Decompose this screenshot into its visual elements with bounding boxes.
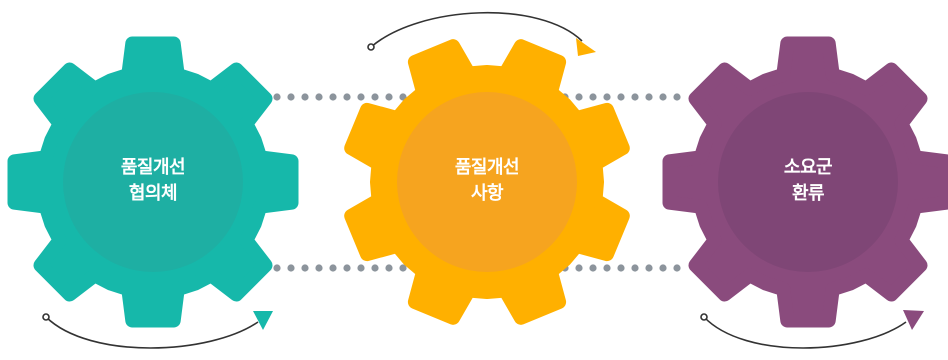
connector-dot [603, 264, 611, 272]
gear-label-line: 품질개선 [120, 157, 186, 178]
connector-dot [589, 93, 597, 101]
connector-dot [617, 264, 625, 272]
rotation-arrow-bottom-left [42, 311, 273, 349]
connector-dot [301, 93, 309, 101]
gear-quality-council [7, 36, 299, 328]
connector-dot [343, 264, 351, 272]
gear-consumer-feedback [662, 36, 948, 328]
connector-dot [659, 264, 667, 272]
gears [7, 36, 948, 328]
dotted-connectors [273, 93, 681, 272]
gear-label-line: 협의체 [128, 183, 178, 204]
rotation-arrow-bottom-left-head [253, 311, 273, 330]
rotation-arrow-top-middle-head [576, 38, 596, 56]
connector-dot [673, 93, 681, 101]
connector-dot [399, 264, 407, 272]
connector-dot [659, 93, 667, 101]
rotation-arrow-bottom-right [700, 310, 924, 349]
connector-dot [357, 264, 365, 272]
rotation-arrow-bottom-right-start-dot [700, 313, 708, 321]
connector-dot [603, 93, 611, 101]
connector-dot [315, 93, 323, 101]
connector-dot [273, 93, 281, 101]
connector-dot [329, 264, 337, 272]
rotation-arrow-bottom-left-start-dot [42, 313, 50, 321]
rotation-arrow-bottom-left-curve [45, 316, 259, 349]
rotation-arrow-top-middle-start-dot [367, 43, 375, 51]
connector-dot [273, 264, 281, 272]
connector-dot [385, 93, 393, 101]
connector-dot [575, 264, 583, 272]
gear-label-line: 소요군 [783, 157, 833, 178]
connector-dot [287, 264, 295, 272]
gear-quality-items-hub [397, 92, 577, 272]
rotation-arrows [42, 12, 924, 349]
connector-dot [575, 93, 583, 101]
connector-dot [631, 93, 639, 101]
gear-label-quality-items: 품질개선 사항 [407, 155, 567, 207]
gear-label-line: 환류 [791, 183, 825, 204]
connector-dot [343, 93, 351, 101]
gear-consumer-feedback-hub [718, 92, 898, 272]
gear-label-line: 품질개선 [454, 157, 520, 178]
connector-dot [329, 93, 337, 101]
connector-dot [645, 93, 653, 101]
rotation-arrow-top-middle [367, 12, 596, 56]
connector-dot [645, 264, 653, 272]
connector-dot [631, 264, 639, 272]
connector-dot [287, 93, 295, 101]
connector-dot [589, 264, 597, 272]
gear-quality-items [344, 39, 630, 325]
connector-dot [673, 264, 681, 272]
gear-label-line: 사항 [470, 183, 504, 204]
connector-dot [357, 93, 365, 101]
rotation-arrow-bottom-right-head [903, 310, 924, 330]
gear-label-consumer-feedback: 소요군 환류 [728, 155, 888, 207]
rotation-arrow-top-middle-curve [370, 12, 583, 48]
connector-dot [385, 264, 393, 272]
connector-dot [371, 93, 379, 101]
connector-dot [301, 264, 309, 272]
connector-dot [617, 93, 625, 101]
rotation-arrow-bottom-right-curve [703, 316, 907, 349]
connector-dot [371, 264, 379, 272]
connector-dot [315, 264, 323, 272]
gear-quality-council-hub [63, 92, 243, 272]
gear-label-quality-council: 품질개선 협의체 [73, 155, 233, 207]
